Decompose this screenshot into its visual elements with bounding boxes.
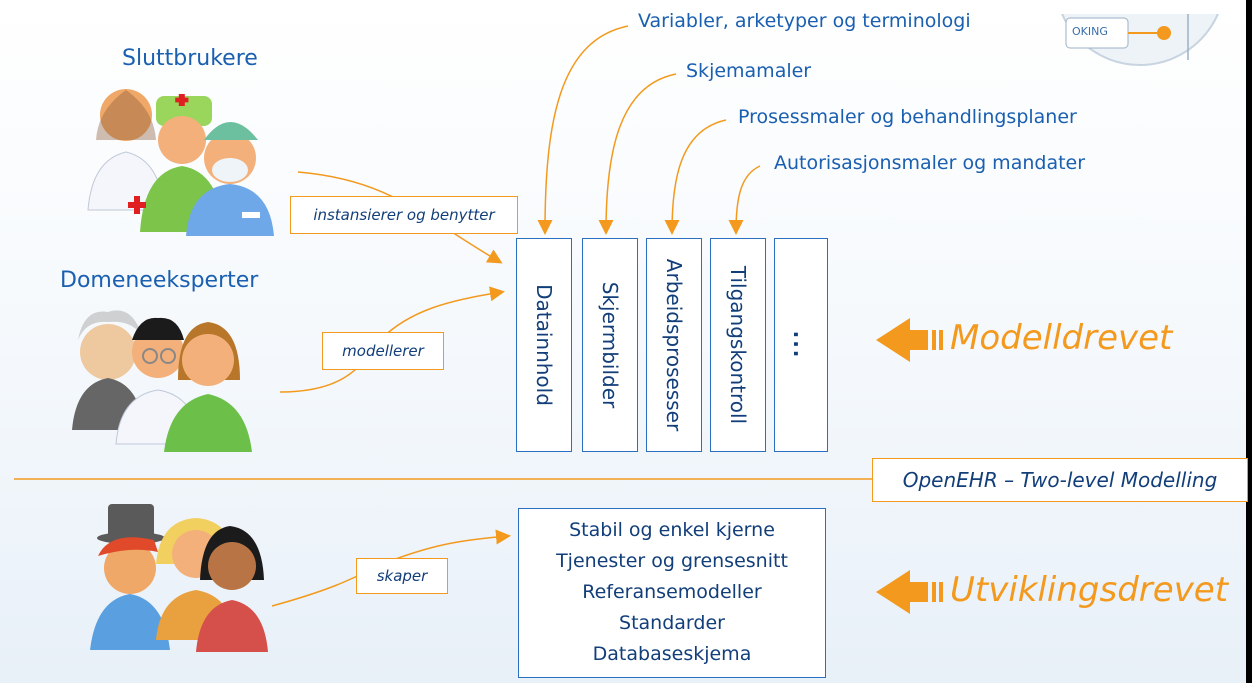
domain-experts-avatar-icon xyxy=(72,310,252,452)
core-line: Stabil og enkel kjerne xyxy=(569,519,775,541)
developers-avatar-icon xyxy=(90,504,268,652)
arrow-cat-1 xyxy=(537,25,629,235)
core-line: Tjenester og grensesnitt xyxy=(556,550,788,572)
module-box: Arbeidsprosesser xyxy=(646,238,702,452)
category-label-1: Variabler, arketyper og terminologi xyxy=(638,10,971,32)
openehr-banner: OpenEHR – Two-level Modelling xyxy=(872,458,1248,502)
model-driven-arrow-icon xyxy=(876,318,943,362)
arrow-cat-2 xyxy=(598,73,677,235)
dev-driven-label: Utviklingsdrevet xyxy=(950,570,1229,610)
category-label-4: Autorisasjonsmaler og mandater xyxy=(774,152,1086,174)
core-line: Databaseskjema xyxy=(592,643,752,665)
module-label: Tilgangskontroll xyxy=(726,265,750,425)
dev-driven-arrow-icon xyxy=(876,570,943,614)
instantiate-tag: instansierer og benytter xyxy=(290,196,518,234)
module-label: ... xyxy=(789,330,813,360)
module-box: Datainnhold xyxy=(516,238,572,452)
module-label: Datainnhold xyxy=(532,284,556,406)
core-block: Stabil og enkel kjerne Tjenester og gren… xyxy=(518,508,826,678)
module-box: Skjermbilder xyxy=(582,238,638,452)
corner-badge-text: OKING xyxy=(1072,25,1108,38)
end-users-avatar-icon xyxy=(87,89,274,236)
right-edge-bar xyxy=(1246,0,1252,683)
top-strip xyxy=(0,0,1252,14)
category-label-3: Prosessmaler og behandlingsplaner xyxy=(738,106,1077,128)
core-line: Standarder xyxy=(619,612,725,634)
module-label: Skjermbilder xyxy=(598,281,622,409)
core-line: Referansemodeller xyxy=(582,581,762,603)
model-driven-label: Modelldrevet xyxy=(950,318,1173,358)
module-box: ... xyxy=(774,238,828,452)
arrow-cat-4 xyxy=(728,165,761,235)
model-tag: modellerer xyxy=(322,332,444,370)
domain-experts-label: Domeneeksperter xyxy=(60,268,259,293)
arrow-cat-3 xyxy=(664,119,727,235)
module-box: Tilgangskontroll xyxy=(710,238,766,452)
category-label-2: Skjemamaler xyxy=(686,60,812,82)
end-users-label: Sluttbrukere xyxy=(122,46,258,71)
create-tag: skaper xyxy=(356,558,448,594)
module-label: Arbeidsprosesser xyxy=(662,258,686,432)
corner-badge-icon xyxy=(1056,0,1224,66)
